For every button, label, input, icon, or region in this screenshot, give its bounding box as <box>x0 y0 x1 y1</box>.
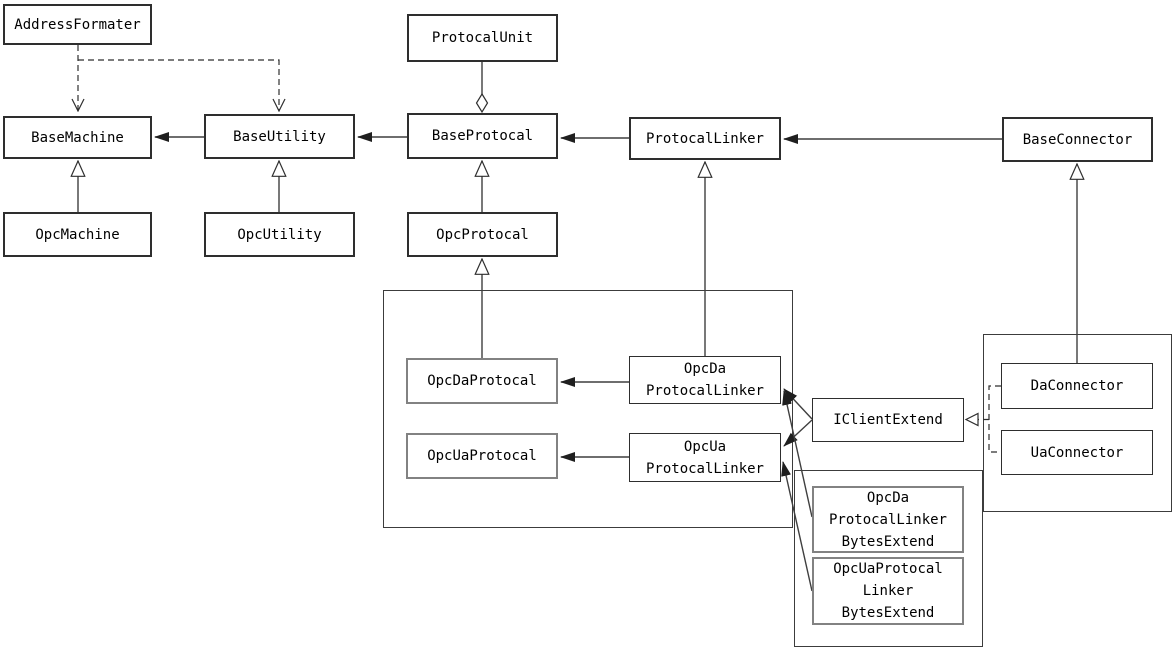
class-label-line: OpcUaProtocal <box>833 561 943 577</box>
class-label-line: ProtocalLinker <box>645 383 764 399</box>
class-box-opcuaprotocallinkerbytesextend: OpcUaProtocal Linker BytesExtend <box>812 557 964 625</box>
class-label: BaseUtility <box>233 128 326 145</box>
class-label-line: BytesExtend <box>841 533 935 550</box>
class-box-opcmachine: OpcMachine <box>3 212 152 257</box>
edge-addressformater-baseutility <box>78 59 279 111</box>
class-label: ProtocalLinker <box>645 130 764 147</box>
class-label: OpcProtocal <box>436 226 529 243</box>
class-label: UaConnector <box>1030 444 1124 461</box>
class-box-opcuaprotocal: OpcUaProtocal <box>406 433 558 479</box>
class-label: OpcUaProtocal <box>427 448 537 464</box>
class-box-baseutility: BaseUtility <box>204 114 355 159</box>
class-label: AddressFormater <box>14 16 141 33</box>
class-label: BaseProtocal <box>431 128 534 144</box>
class-box-daconnector: DaConnector <box>1001 363 1153 409</box>
group-opc-protocal-linkers <box>383 290 793 528</box>
class-label-line: ProtocalLinker <box>645 460 764 477</box>
edge-iclientextend-opcuaprotocallinker <box>783 419 813 447</box>
class-box-protocallinker: ProtocalLinker <box>629 117 781 160</box>
class-box-opcuaprotocallinker: OpcUa ProtocalLinker <box>629 433 781 482</box>
class-label-line: OpcDa <box>866 489 910 506</box>
class-label: IClientExtend <box>833 412 943 428</box>
class-box-iclientextend: IClientExtend <box>812 398 964 442</box>
class-box-baseconnector: BaseConnector <box>1002 117 1153 162</box>
class-box-opcutility: OpcUtility <box>204 212 355 257</box>
class-box-protocalunit: ProtocalUnit <box>407 14 558 62</box>
class-label: BaseConnector <box>1022 131 1133 148</box>
edge-opcuabytesextend-opcuaprotocallinker <box>781 461 813 592</box>
class-label: DaConnector <box>1030 378 1124 394</box>
class-label-line: OpcUa <box>683 438 727 455</box>
class-label-line: BytesExtend <box>841 605 935 621</box>
edge-opcdabytesextend-opcdaprotocallinker <box>782 390 813 518</box>
class-box-opcdaprotocal: OpcDaProtocal <box>406 358 558 404</box>
class-box-uaconnector: UaConnector <box>1001 430 1153 475</box>
class-label-line: Linker <box>862 583 914 599</box>
class-box-opcdaprotocallinkerbytesextend: OpcDa ProtocalLinker BytesExtend <box>812 486 964 553</box>
edge-connectors-dashed <box>988 385 1001 453</box>
aggregation-diamond <box>475 92 489 114</box>
class-label: ProtocalUnit <box>431 30 534 46</box>
realization-hollow-triangle <box>964 412 979 427</box>
class-box-basemachine: BaseMachine <box>3 116 152 159</box>
class-box-addressformater: AddressFormater <box>3 4 152 45</box>
class-label: OpcDaProtocal <box>427 373 537 389</box>
class-box-opcdaprotocallinker: OpcDa ProtocalLinker <box>629 356 781 404</box>
class-box-baseprotocal: BaseProtocal <box>407 113 558 159</box>
group-bytes-extend <box>794 470 983 647</box>
class-box-opcprotocal: OpcProtocal <box>407 212 558 257</box>
class-label: BaseMachine <box>31 129 124 146</box>
class-label-line: OpcDa <box>683 361 727 377</box>
class-label: OpcMachine <box>35 226 120 243</box>
edge-iclientextend-opcdaprotocallinker <box>783 388 813 420</box>
class-label-line: ProtocalLinker <box>828 511 947 528</box>
class-label: OpcUtility <box>237 226 322 243</box>
